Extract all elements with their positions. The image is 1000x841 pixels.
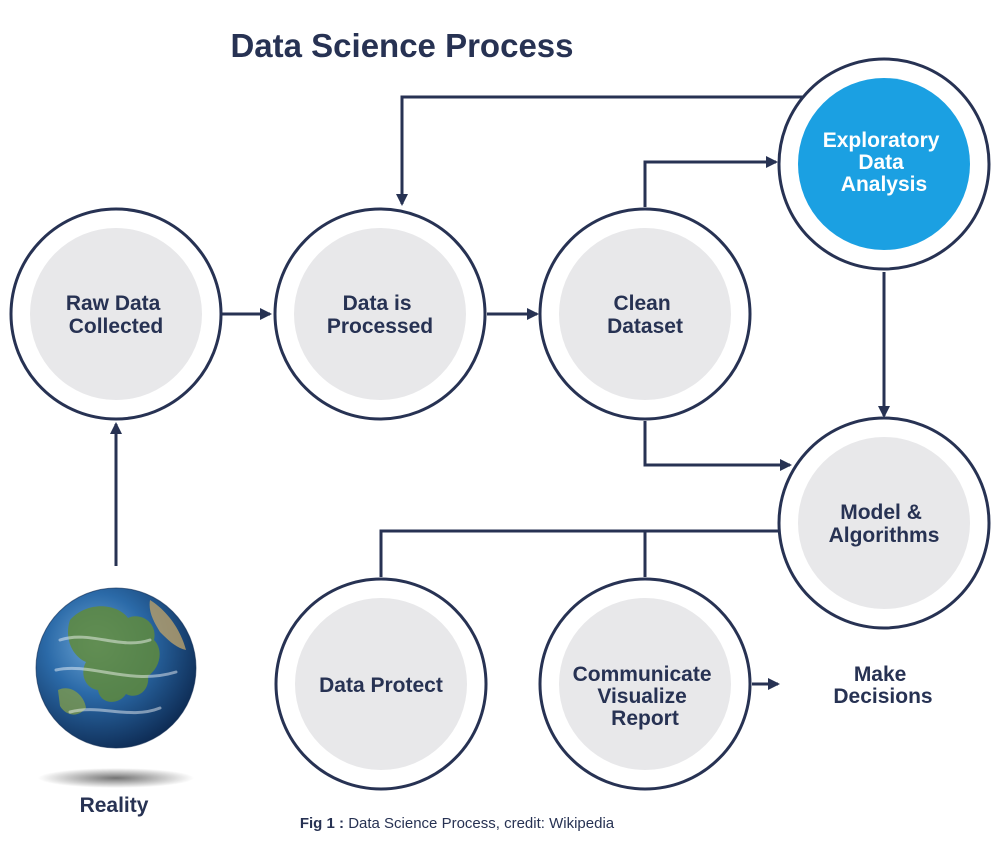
node-model-label: Model & Algorithms (829, 501, 940, 547)
node-processed-line-1: Data is (343, 292, 412, 315)
node-eda-label: Exploratory Data Analysis (823, 129, 946, 196)
node-protect-line-1: Data Protect (319, 674, 443, 697)
node-clean-line-1: Clean (613, 292, 670, 315)
globe-shadow (38, 768, 194, 788)
node-model-line-1: Model & (840, 501, 922, 524)
node-model-line-2: Algorithms (829, 524, 940, 547)
node-eda-line-1: Exploratory (823, 129, 940, 152)
diagram-title: Data Science Process (230, 27, 573, 64)
node-communicate-line-1: Communicate (573, 663, 712, 686)
make-decisions-label: Make Decisions (833, 663, 932, 708)
node-communicate-label: Communicate Visualize Report (573, 663, 718, 730)
node-raw-label: Raw Data Collected (66, 292, 166, 338)
node-raw-line-2: Collected (69, 315, 164, 338)
node-raw-line-1: Raw Data (66, 292, 161, 315)
make-decisions-line-2: Decisions (833, 685, 932, 708)
node-communicate-visualize-report: Communicate Visualize Report (538, 577, 752, 791)
node-protect-label: Data Protect (319, 674, 443, 697)
make-decisions-line-1: Make (854, 663, 907, 686)
caption-text: Data Science Process, credit: Wikipedia (348, 815, 615, 832)
connectors (110, 95, 890, 690)
node-clean-label: Clean Dataset (607, 292, 683, 338)
node-communicate-line-2: Visualize (597, 685, 687, 708)
node-raw-data-collected: Raw Data Collected (9, 207, 223, 421)
node-data-is-processed: Data is Processed (273, 207, 487, 421)
caption-prefix: Fig 1 : (300, 815, 344, 832)
node-data-protect: Data Protect (274, 577, 488, 791)
node-model-algorithms: Model & Algorithms (777, 416, 991, 630)
reality-label: Reality (80, 794, 149, 817)
arrow-clean-to-model (643, 421, 792, 471)
arrow-eda-to-processed (396, 95, 806, 206)
node-communicate-line-3: Report (611, 707, 679, 730)
arrow-clean-to-eda (643, 156, 778, 207)
node-processed-line-2: Processed (327, 315, 433, 338)
node-eda-line-3: Analysis (841, 173, 927, 196)
node-eda-line-2: Data (858, 151, 904, 174)
line-model-to-outputs (379, 529, 780, 577)
node-processed-label: Data is Processed (327, 292, 433, 338)
node-exploratory-data-analysis: Exploratory Data Analysis (777, 57, 991, 271)
node-clean-dataset: Clean Dataset (538, 207, 752, 421)
node-clean-line-2: Dataset (607, 315, 683, 338)
earth-globe-icon (35, 587, 197, 788)
figure-caption: Fig 1 : Data Science Process, credit: Wi… (300, 815, 615, 832)
